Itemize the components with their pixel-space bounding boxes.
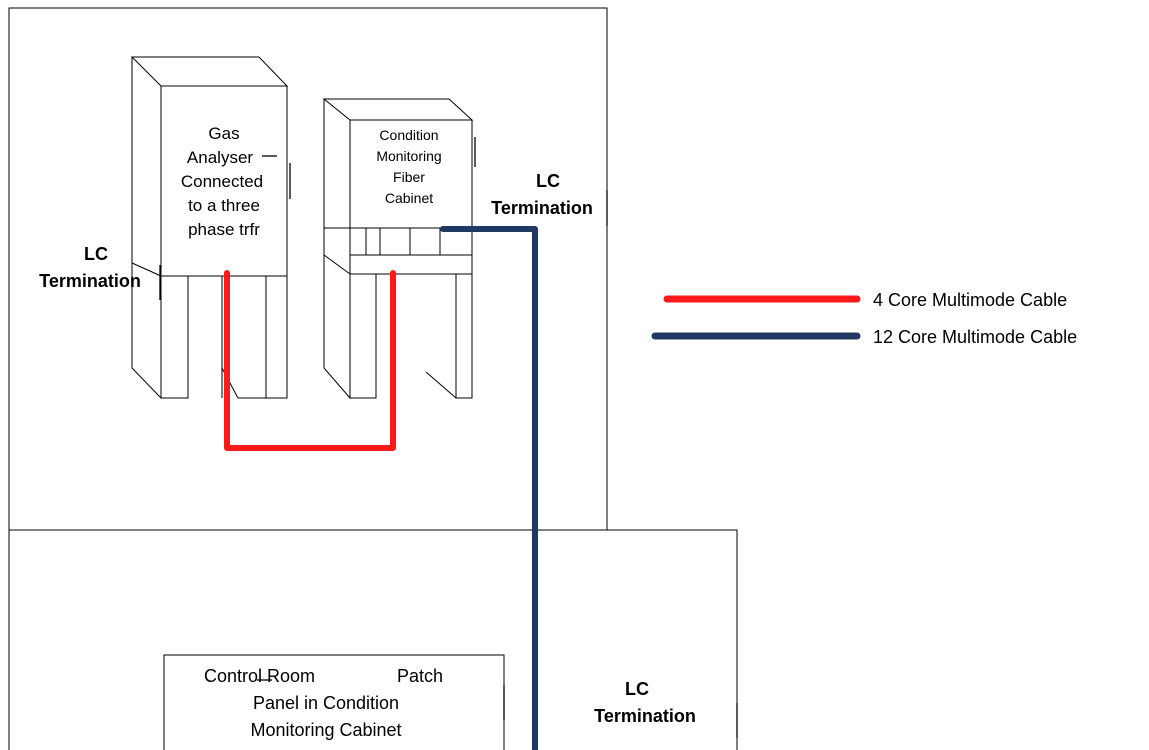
gas-analyser-label-line: Analyser — [187, 148, 253, 167]
control-room-box — [8, 529, 738, 750]
lc-termination-cabinet: LC Termination — [491, 171, 593, 218]
gas-analyser-label-line: Gas — [208, 124, 239, 143]
fiber-cabinet-label: Condition Monitoring Fiber Cabinet — [376, 127, 441, 206]
lc-termination-control-room: LC Termination — [594, 679, 696, 726]
lc-termination-left-line: LC — [84, 244, 108, 264]
patch-panel-label-line: Patch — [397, 666, 443, 686]
gas-analyser-label-line: to a three — [188, 196, 260, 215]
patch-panel-label: Control Room Patch Panel in Condition Mo… — [204, 666, 443, 740]
blue-12-core-cable — [440, 226, 538, 750]
lc-termination-left-line: Termination — [39, 271, 141, 291]
gas-analyser-label-line: Connected — [181, 172, 263, 191]
lc-termination-cabinet-line: Termination — [491, 198, 593, 218]
red-4-core-cable — [224, 270, 396, 451]
lc-termination-control-room-line: LC — [625, 679, 649, 699]
legend: 4 Core Multimode Cable 12 Core Multimode… — [651, 290, 1077, 347]
fiber-cabinet — [322, 98, 474, 399]
patch-panel-label-line: Panel in Condition — [253, 693, 399, 713]
tick-marks — [159, 137, 738, 738]
gas-analyser-label: Gas Analyser Connected to a three phase … — [181, 124, 263, 239]
fiber-cabinet-label-line: Cabinet — [385, 190, 433, 206]
substation-area-box — [8, 7, 608, 531]
legend-label-red: 4 Core Multimode Cable — [873, 290, 1067, 310]
legend-label-blue: 12 Core Multimode Cable — [873, 327, 1077, 347]
gas-analyser-label-line: phase trfr — [188, 220, 260, 239]
patch-panel-box — [163, 654, 505, 750]
fiber-cabinet-label-line: Fiber — [393, 169, 425, 185]
lc-termination-left: LC Termination — [39, 244, 141, 291]
lc-termination-cabinet-line: LC — [536, 171, 560, 191]
patch-panel-label-line: Monitoring Cabinet — [250, 720, 401, 740]
lc-termination-control-room-line: Termination — [594, 706, 696, 726]
fiber-cabinet-label-line: Monitoring — [376, 148, 441, 164]
fiber-cabinet-label-line: Condition — [379, 127, 438, 143]
patch-panel-label-line: Control Room — [204, 666, 315, 686]
